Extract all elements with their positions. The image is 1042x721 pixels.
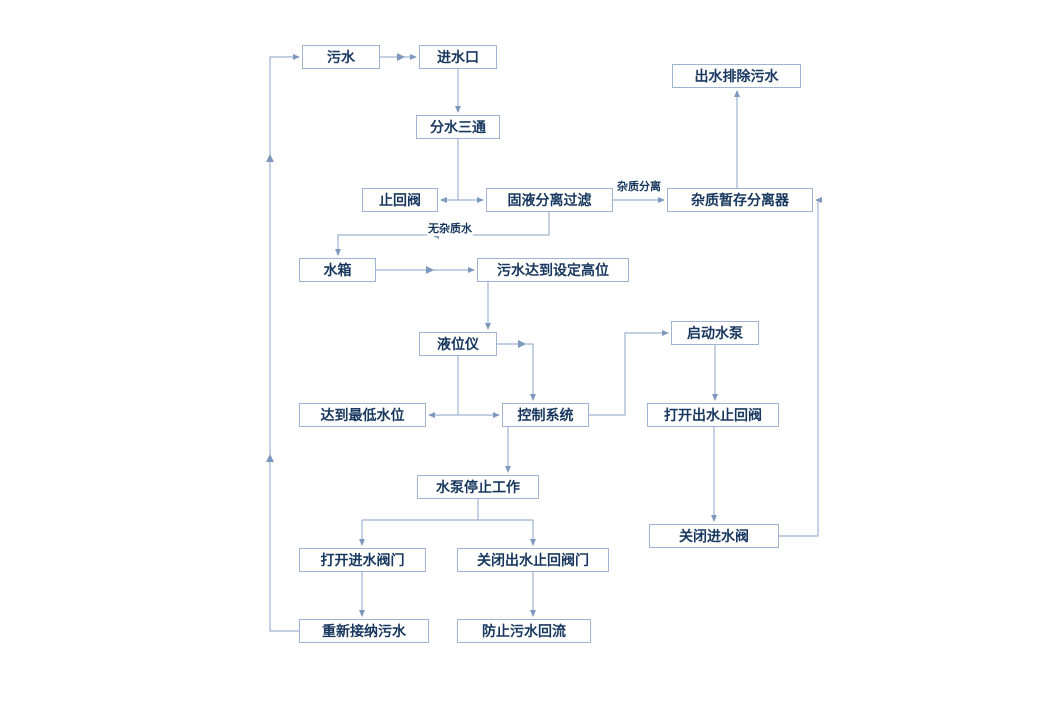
node-check-valve: 止回阀 — [362, 188, 438, 212]
node-water-tank: 水箱 — [299, 258, 376, 282]
node-water-inlet: 进水口 — [419, 45, 497, 69]
node-open-outlet-check-valve: 打开出水止回阀 — [647, 403, 779, 427]
node-start-pump: 启动水泵 — [671, 321, 759, 345]
arrowhead — [397, 53, 405, 61]
node-reach-lowest-water-level: 达到最低水位 — [299, 403, 426, 427]
node-water-splitting-tee: 分水三通 — [416, 115, 500, 139]
node-solid-liquid-separation-filter: 固液分离过滤 — [486, 188, 613, 212]
arrowhead — [266, 154, 274, 162]
node-close-inlet-valve: 关闭进水阀 — [649, 524, 779, 548]
node-level-gauge: 液位仪 — [419, 332, 497, 356]
node-impurity-storage-separator: 杂质暂存分离器 — [667, 188, 813, 212]
arrowhead — [266, 454, 274, 462]
edge-control-to-start-pump — [589, 330, 669, 416]
edge-reaccept-loop-to-sewage — [269, 54, 300, 632]
node-re-accept-sewage: 重新接纳污水 — [299, 619, 429, 643]
edge-label-impurity-separation: 杂质分离 — [616, 178, 662, 194]
node-prevent-sewage-backflow: 防止污水回流 — [457, 619, 591, 643]
arrowhead — [426, 266, 434, 274]
node-sewage: 污水 — [302, 45, 380, 69]
node-outlet-discharge-sewage: 出水排除污水 — [672, 64, 801, 88]
node-open-inlet-valve: 打开进水阀门 — [299, 548, 426, 572]
edge-gauge-to-control — [497, 343, 536, 401]
edge-close-inlet-to-separator — [779, 197, 822, 537]
connectors — [269, 54, 822, 632]
edge-label-impurity-free-water: 无杂质水 — [427, 220, 473, 236]
arrowhead — [518, 340, 526, 348]
node-close-outlet-check-valve: 关闭出水止回阀门 — [457, 548, 609, 572]
node-sewage-reaches-set-high-level: 污水达到设定高位 — [477, 258, 629, 282]
node-control-system: 控制系统 — [502, 403, 589, 427]
node-pump-stops-working: 水泵停止工作 — [417, 475, 539, 499]
